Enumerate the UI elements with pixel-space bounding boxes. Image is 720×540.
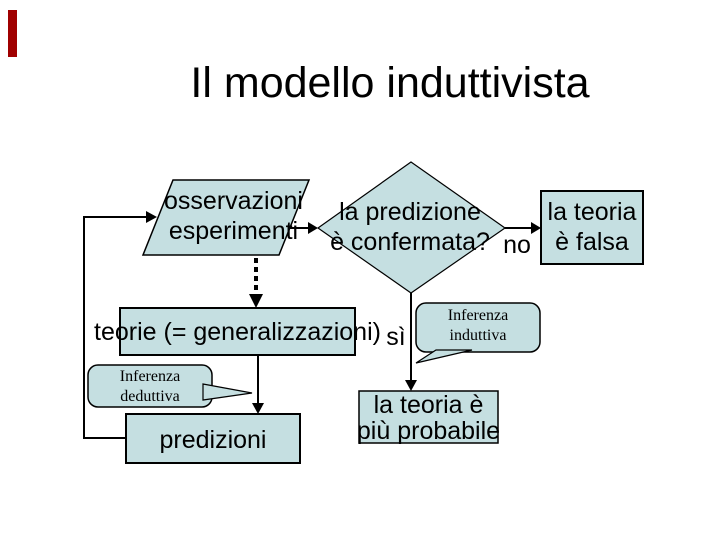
callout-inferenza-induttiva-bubble — [415, 302, 541, 353]
predizioni-node-label: predizioni — [159, 426, 267, 454]
inferenza-deduttiva-callout-label: Inferenza deduttiva — [119, 368, 181, 405]
accent-bar — [8, 10, 17, 57]
box-teoria-probabile — [358, 390, 499, 444]
osservazioni-node-label: osservazioni esperimenti — [164, 187, 303, 245]
predizione-diamond-label: la predizione è confermata? — [330, 198, 490, 256]
edge-predizione-to-falsa-arrowhead — [531, 222, 541, 234]
teoria-falsa-node-label: la teoria è falsa — [547, 198, 637, 256]
edge-teorie-to-predizioni-arrowhead — [252, 403, 264, 414]
edge-label-si: sì — [386, 323, 406, 351]
inferenza-induttiva-callout-label: Inferenza induttiva — [447, 307, 509, 344]
teorie-node-label: teorie (= generalizzazioni) — [94, 318, 381, 346]
edge-predizioni-to-osservazioni-arrowhead — [146, 211, 157, 223]
edge-predizioni-to-osservazioni-line — [83, 216, 146, 439]
decision-diamond-predizione — [316, 161, 507, 294]
slide-title: Il modello induttivista — [190, 59, 590, 107]
parallelogram-osservazioni — [141, 179, 311, 256]
edge-osservazioni-to-teorie-arrowhead — [249, 294, 263, 308]
edge-osservazioni-to-predizione-arrowhead — [308, 222, 318, 234]
callout-inferenza-deduttiva-tail — [202, 383, 253, 401]
box-predizioni — [125, 413, 301, 464]
box-teoria-falsa — [540, 190, 644, 265]
box-teorie — [119, 307, 356, 356]
teoria-probabile-node-label: la teoria è più probabile — [356, 391, 501, 445]
callout-inferenza-induttiva-tail — [415, 349, 473, 364]
edge-predizione-to-probabile-arrowhead — [405, 380, 417, 391]
edge-label-no: no — [503, 231, 531, 259]
